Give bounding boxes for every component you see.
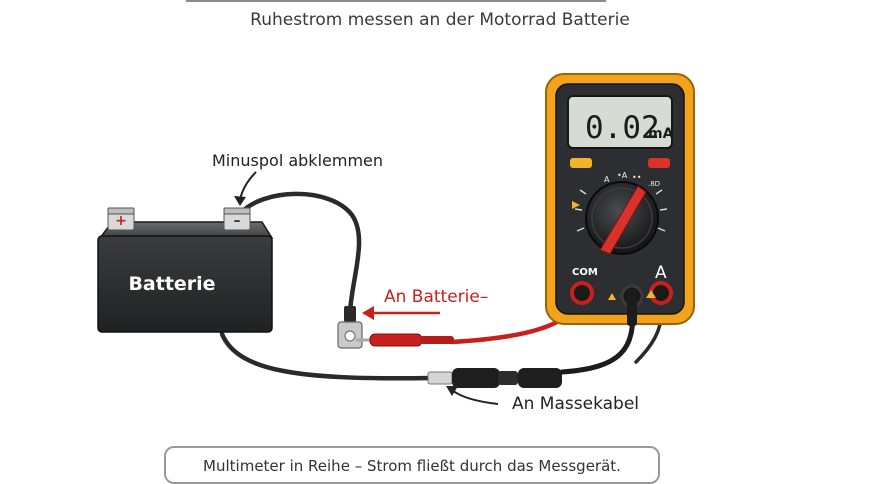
black-probe — [427, 368, 562, 388]
battery-body — [97, 235, 273, 333]
lcd-value: 0.02 — [585, 110, 660, 146]
red-probe — [356, 333, 454, 347]
an-massekabel-label: An Massekabel — [512, 394, 639, 414]
lcd-display — [567, 95, 673, 149]
massekabel-arrow — [451, 389, 499, 405]
knob-pointer — [599, 185, 647, 255]
dial-indicator — [572, 201, 580, 209]
battery: + – Batterie — [97, 207, 274, 333]
multimeter: 0.02 mA A •A •• .8D COM A — [545, 73, 695, 326]
lcd-unit: mA — [648, 126, 674, 142]
ground-cable — [219, 331, 435, 381]
caption-text: Multimeter in Reihe – Strom fließt durch… — [203, 457, 621, 475]
page-title: Ruhestrom messen an der Motorrad Batteri… — [250, 10, 630, 30]
dial-mark-dot-a: •A — [617, 171, 628, 180]
cable-lug — [337, 306, 363, 349]
dial-mark-a: A — [604, 175, 610, 184]
minus-arrow — [239, 171, 257, 201]
caption-box: Multimeter in Reihe – Strom fließt durch… — [164, 446, 660, 484]
dial-mark-8d: .8D — [648, 180, 660, 188]
minus-label: Minuspol abklemmen — [212, 151, 383, 170]
dial-ticks — [574, 189, 668, 232]
minus-sign: – — [234, 213, 241, 229]
an-batterie-label: An Batterie– — [384, 287, 488, 307]
a-jack[interactable] — [649, 281, 673, 305]
red-button[interactable] — [648, 158, 670, 168]
a-label: A — [655, 263, 667, 283]
com-jack[interactable] — [570, 281, 594, 305]
middle-plug — [627, 296, 637, 326]
dial-mark-dots: •• — [632, 173, 641, 182]
top-divider — [186, 0, 606, 2]
plus-sign: + — [115, 213, 127, 229]
com-label: COM — [572, 267, 598, 278]
battery-label: Batterie — [128, 273, 215, 295]
minus-cable — [237, 191, 362, 315]
yellow-button[interactable] — [570, 158, 592, 168]
